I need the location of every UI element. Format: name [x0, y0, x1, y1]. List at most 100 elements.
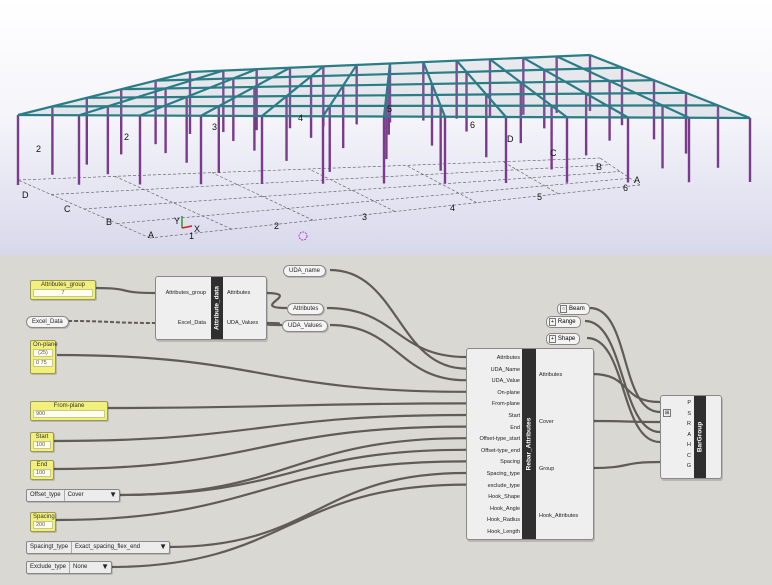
input-port[interactable]: From-plane: [491, 401, 520, 408]
wire[interactable]: [106, 402, 467, 410]
input-port[interactable]: Start: [508, 413, 520, 419]
panel-value: (25): [33, 349, 53, 357]
input-port[interactable]: Attributes_group: [165, 290, 206, 296]
wire[interactable]: [56, 353, 467, 393]
component-title-bar: Attribute_data: [211, 277, 223, 339]
input-port[interactable]: Hook_Radius: [486, 517, 520, 524]
panel-title: Attributes_group: [40, 282, 86, 288]
wire[interactable]: [52, 413, 467, 443]
beam: [322, 64, 358, 117]
input-port[interactable]: UDA_Value: [491, 378, 520, 385]
wire[interactable]: [264, 291, 288, 310]
beam: [489, 58, 568, 119]
grid-label: 5: [387, 104, 392, 114]
beam: [522, 56, 629, 119]
on-plane-panel[interactable]: On-plane (25) 0 75: [30, 340, 58, 374]
grid-line: [405, 165, 477, 203]
wire[interactable]: [264, 321, 283, 327]
beam: [121, 79, 655, 91]
grid-label: A: [148, 230, 154, 240]
input-port[interactable]: P: [687, 400, 691, 406]
beam: [261, 65, 325, 117]
input-port[interactable]: Hook_Shape: [488, 494, 520, 501]
grid-label: B: [596, 162, 602, 172]
wire[interactable]: [94, 286, 156, 295]
wire[interactable]: [329, 323, 467, 382]
input-port[interactable]: Offset-type_start: [479, 436, 520, 443]
wire[interactable]: [52, 425, 467, 471]
start-panel[interactable]: Start 100: [30, 432, 54, 452]
input-port[interactable]: Spacing_type: [486, 471, 520, 477]
grid-line: [50, 164, 611, 195]
axis-label: Y: [174, 216, 180, 226]
wire[interactable]: [586, 336, 661, 444]
chevron-down-icon[interactable]: ▼: [109, 490, 117, 499]
panel-value: 200: [33, 521, 53, 529]
output-port[interactable]: Cover: [539, 419, 554, 425]
input-port[interactable]: On-plane: [497, 389, 520, 396]
wire[interactable]: [109, 483, 467, 569]
view-center-icon[interactable]: [298, 231, 308, 241]
attributes-group-panel[interactable]: Attributes_group 7: [30, 280, 96, 300]
wire[interactable]: [591, 460, 661, 470]
input-port[interactable]: UDA_Name: [490, 366, 520, 373]
shape-param[interactable]: +Shape: [546, 333, 581, 345]
grid-line: [17, 157, 601, 181]
wire[interactable]: [591, 419, 661, 424]
panel-value: 0 75: [33, 359, 53, 367]
spacing-panel[interactable]: Spacing 200: [30, 512, 56, 532]
chevron-down-icon[interactable]: ▼: [159, 542, 167, 551]
wire[interactable]: [167, 471, 467, 549]
input-port[interactable]: Attributes: [496, 355, 520, 361]
range-param[interactable]: +Range: [546, 316, 581, 328]
uda-name-param[interactable]: UDA_name: [283, 265, 327, 277]
wire[interactable]: [326, 306, 467, 359]
attributes-param[interactable]: Attributes: [287, 303, 325, 315]
input-port[interactable]: C: [687, 452, 691, 459]
input-port[interactable]: Excel_Data: [177, 320, 206, 326]
beam-param[interactable]: ○Beam: [557, 303, 590, 315]
input-port[interactable]: A: [687, 431, 691, 438]
spacing-type-dropdown[interactable]: Spacingt_type Exact_spacing_flex_end ▼: [26, 541, 170, 554]
chevron-down-icon[interactable]: ▼: [101, 562, 109, 571]
beam: [189, 53, 591, 74]
exclude-type-dropdown[interactable]: Exclude_type None ▼: [26, 561, 112, 574]
output-port[interactable]: Attributes: [539, 372, 563, 378]
input-port[interactable]: Hook_Angle: [490, 505, 520, 512]
input-port[interactable]: Offset-type_end: [480, 447, 520, 454]
input-port[interactable]: H: [687, 442, 691, 448]
output-port[interactable]: Group: [539, 466, 555, 472]
input-port[interactable]: Hook_Length: [487, 529, 520, 535]
wire[interactable]: [54, 460, 467, 522]
input-port[interactable]: S: [687, 410, 691, 417]
input-port[interactable]: exclude_type: [487, 482, 520, 489]
output-port[interactable]: Hook_Attributes: [539, 513, 579, 519]
beam: [382, 63, 392, 117]
wire[interactable]: [589, 306, 661, 414]
output-port[interactable]: Attributes: [227, 290, 251, 296]
input-port[interactable]: G: [686, 463, 691, 469]
from-plane-panel[interactable]: From-plane 900: [30, 401, 108, 421]
wire[interactable]: [584, 319, 661, 434]
node-canvas[interactable]: Attributes_group 7 Excel_Data On-plane (…: [0, 255, 772, 585]
panel-title: On-plane: [33, 342, 58, 348]
input-port[interactable]: End: [510, 424, 520, 431]
output-port[interactable]: UDA_Values: [227, 320, 259, 326]
input-port[interactable]: Spacing: [500, 459, 520, 466]
params-icon[interactable]: ⊞: [663, 409, 672, 417]
beam: [155, 66, 623, 82]
end-panel[interactable]: End 100: [30, 460, 54, 480]
wire[interactable]: [117, 448, 467, 497]
uda-values-param[interactable]: UDA_Values: [282, 320, 328, 332]
offset-type-dropdown[interactable]: Offset_type Cover ▼: [26, 489, 120, 502]
input-port[interactable]: R: [687, 421, 691, 427]
excel-data-param[interactable]: Excel_Data: [26, 316, 69, 328]
attribute-data-component[interactable]: Attributes_group Excel_Data Attribute_da…: [155, 276, 267, 340]
panel-title: From-plane: [53, 403, 85, 409]
grid-line: [211, 172, 314, 221]
wire[interactable]: [67, 320, 156, 324]
wire[interactable]: [329, 268, 467, 370]
